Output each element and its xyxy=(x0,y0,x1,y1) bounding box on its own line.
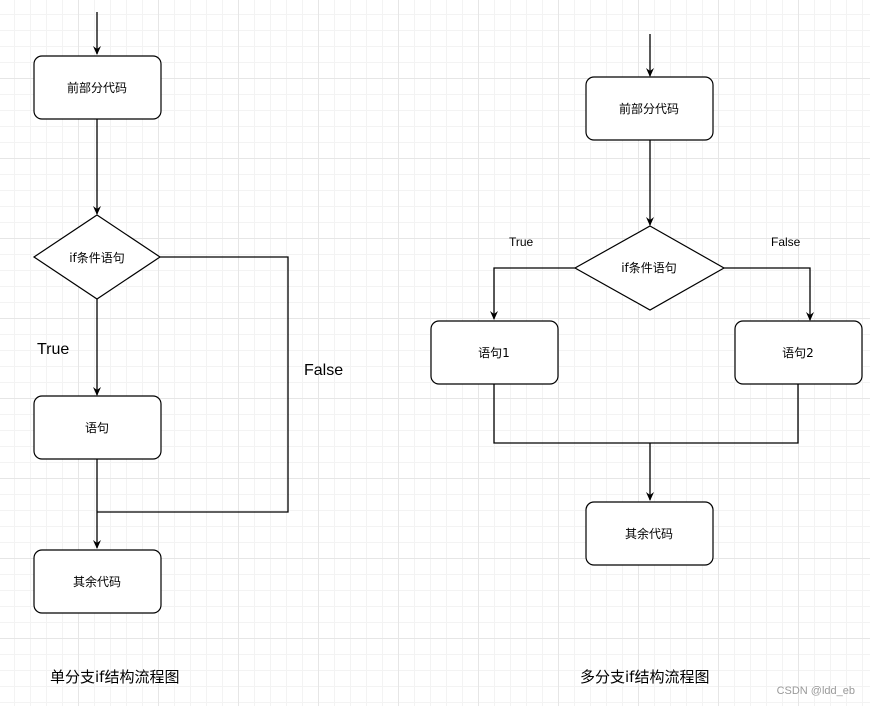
watermark-text: CSDN @ldd_eb xyxy=(777,685,855,697)
node-start-label: 前部分代码 xyxy=(67,80,127,95)
node-rest-label: 其余代码 xyxy=(625,526,673,541)
node-statement1-label: 语句1 xyxy=(478,346,510,360)
node-statement: 语句 xyxy=(33,395,162,460)
node-condition: if条件语句 xyxy=(573,225,726,311)
caption-single-branch: 单分支if结构流程图 xyxy=(50,668,179,686)
false-label: False xyxy=(304,362,343,379)
node-statement2: 语句2 xyxy=(734,320,863,385)
caption-multi-branch: 多分支if结构流程图 xyxy=(580,668,709,686)
false-label: False xyxy=(771,235,801,249)
node-rest: 其余代码 xyxy=(33,549,162,614)
node-statement-label: 语句 xyxy=(85,421,109,435)
edge-true-branch xyxy=(490,267,575,320)
multi-branch-flowchart: 前部分代码 if条件语句 语句1 语句2 其余代码 True False xyxy=(430,34,863,686)
node-start: 前部分代码 xyxy=(585,76,714,141)
node-statement2-label: 语句2 xyxy=(782,346,814,360)
node-condition-label: if条件语句 xyxy=(621,261,677,275)
node-start-label: 前部分代码 xyxy=(619,101,679,116)
node-rest: 其余代码 xyxy=(585,501,714,566)
node-condition-label: if条件语句 xyxy=(69,251,125,265)
node-statement1: 语句1 xyxy=(430,320,559,385)
true-label: True xyxy=(37,341,69,358)
single-branch-flowchart: 前部分代码 if条件语句 语句 其余代码 True False 单分支if结构流… xyxy=(32,12,343,686)
edge-false-branch xyxy=(724,267,814,321)
node-condition: if条件语句 xyxy=(32,214,162,300)
edge-false-branch xyxy=(97,256,289,513)
edge-merge xyxy=(493,384,799,444)
true-label: True xyxy=(509,235,534,249)
node-rest-label: 其余代码 xyxy=(73,574,121,589)
node-start: 前部分代码 xyxy=(33,55,162,120)
